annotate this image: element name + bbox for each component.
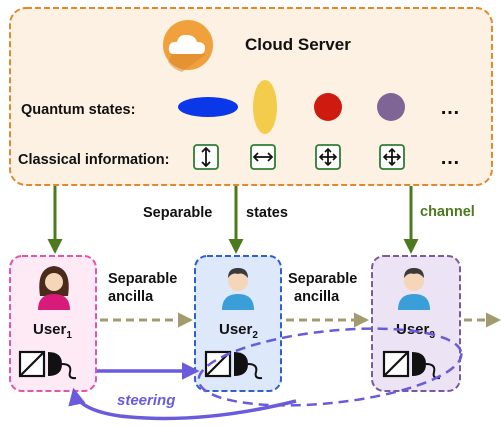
separable-label-ancilla-2: Separable (288, 271, 357, 287)
state-horizontal-ellipse (178, 97, 238, 117)
horizontal-arrow-icon (250, 144, 276, 170)
user1-avatar (38, 266, 70, 310)
cross-arrow-icon (315, 144, 341, 170)
separable-label-top: Separable (143, 205, 212, 221)
states-label: states (246, 205, 288, 221)
quantum-states-label: Quantum states: (21, 102, 135, 118)
cloud-icon (163, 20, 213, 72)
server-title: Cloud Server (245, 35, 351, 54)
cross-arrow-icon-2 (379, 144, 405, 170)
state-purple-circle (377, 93, 405, 121)
ancilla-label-1: ancilla (108, 289, 154, 305)
user1-label: User1 (33, 321, 72, 341)
steering-label: steering (117, 392, 175, 409)
classical-info-label: Classical information: (18, 152, 169, 168)
entanglement-ellipse (197, 327, 463, 407)
cloud-server-box (9, 7, 493, 186)
user3-avatar (398, 268, 430, 310)
user2-avatar (222, 268, 254, 310)
steering-arrow-back (68, 387, 297, 421)
separable-label-ancilla-1: Separable (108, 271, 177, 287)
vertical-arrow-icon (193, 144, 219, 170)
quantum-ellipsis: … (440, 97, 460, 119)
channel-label: channel (420, 204, 475, 220)
state-vertical-ellipse (253, 80, 277, 134)
classical-ellipsis: … (440, 147, 460, 169)
state-red-circle (314, 93, 342, 121)
user2-label: User2 (219, 321, 258, 341)
ancilla-label-2: ancilla (294, 289, 340, 305)
